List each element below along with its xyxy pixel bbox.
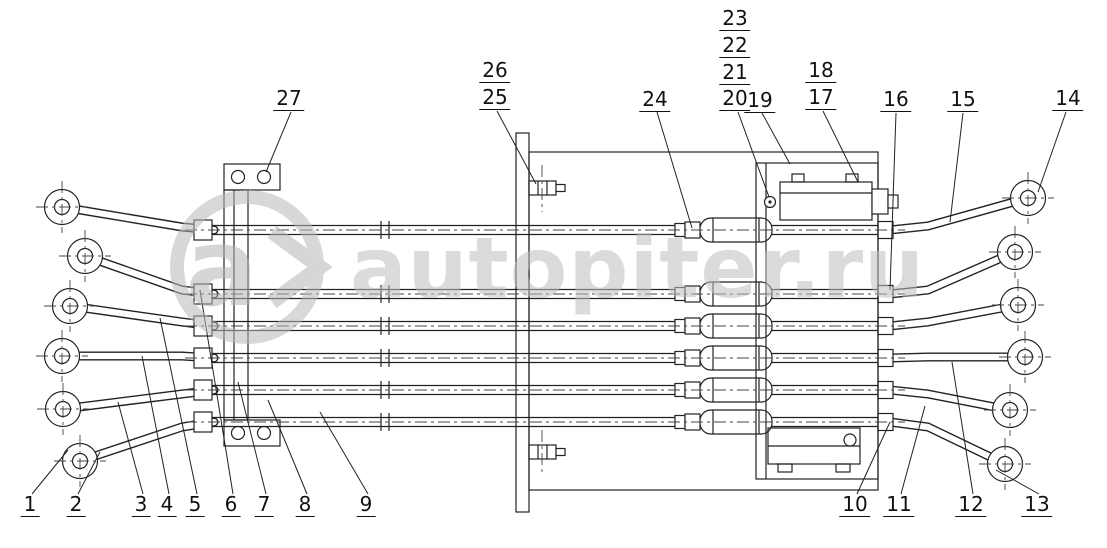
callout-label-14: 14 xyxy=(1052,88,1084,111)
callout-label-3: 3 xyxy=(131,494,151,517)
callout-label-25: 25 xyxy=(479,87,511,110)
callout-label-10: 10 xyxy=(839,494,871,517)
watermark: a autopiter.ru xyxy=(170,190,925,344)
callout-label-6: 6 xyxy=(221,494,241,517)
callout-label-5: 5 xyxy=(185,494,205,517)
mounting-bracket xyxy=(223,163,281,447)
callout-label-4: 4 xyxy=(157,494,177,517)
callout-label-21: 21 xyxy=(719,62,751,85)
pipes-right xyxy=(885,193,1033,469)
flange-plate xyxy=(515,132,566,513)
callout-label-27: 27 xyxy=(273,88,305,111)
callout-label-22: 22 xyxy=(719,35,751,58)
callout-label-20: 20 xyxy=(719,88,751,111)
leader-lines xyxy=(31,110,1067,495)
callout-label-11: 11 xyxy=(883,494,915,517)
watermark-text: autopiter.ru xyxy=(350,219,925,317)
callout-label-1: 1 xyxy=(20,494,40,517)
callout-label-23: 23 xyxy=(719,8,751,31)
callout-label-9: 9 xyxy=(356,494,376,517)
callout-label-13: 13 xyxy=(1021,494,1053,517)
callout-label-19: 19 xyxy=(744,90,776,113)
watermark-logo-arrow xyxy=(267,225,333,309)
callout-label-2: 2 xyxy=(66,494,86,517)
callout-label-24: 24 xyxy=(639,89,671,112)
callout-label-12: 12 xyxy=(955,494,987,517)
callout-label-18: 18 xyxy=(805,60,837,83)
callout-label-15: 15 xyxy=(947,89,979,112)
cylinder-fittings xyxy=(674,217,773,435)
callout-label-26: 26 xyxy=(479,60,511,83)
callout-label-7: 7 xyxy=(254,494,274,517)
callout-label-16: 16 xyxy=(880,89,912,112)
eye-fittings-left xyxy=(43,188,104,480)
callout-label-8: 8 xyxy=(295,494,315,517)
eye-fittings-right xyxy=(986,179,1047,483)
callout-label-17: 17 xyxy=(805,87,837,110)
watermark-logo-text: a xyxy=(186,206,259,331)
